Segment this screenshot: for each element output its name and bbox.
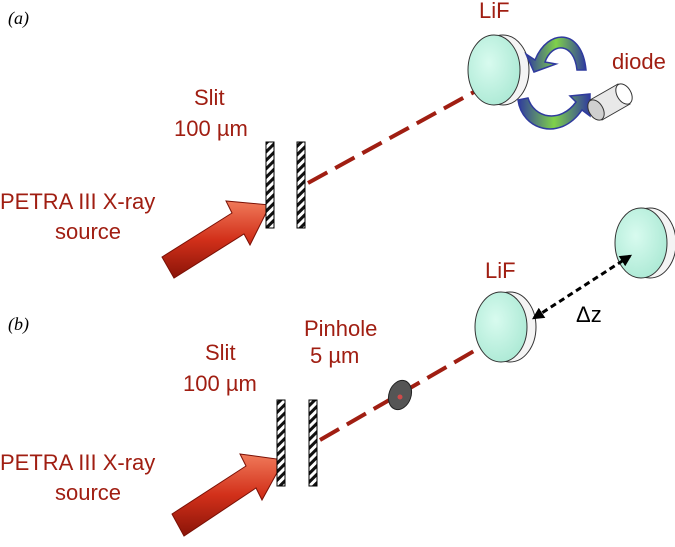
panel-a-diode-label: diode [612, 49, 666, 74]
panel-a-source-label-line1: PETRA III X-ray [0, 189, 155, 214]
panel-a-slit-right [296, 141, 306, 229]
panel-b-slit-right [308, 399, 318, 487]
panel-a-diode [587, 83, 633, 121]
panel-a-source-arrow [161, 200, 271, 279]
panel-b: (b) LiF Δz Pinhole 5 µm [0, 207, 675, 537]
panel-b-source-label-line1: PETRA III X-ray [0, 450, 155, 475]
panel-b-tag: (b) [8, 314, 29, 335]
panel-b-lif-label: LiF [485, 258, 516, 283]
panel-b-pinhole-label-line1: Pinhole [304, 316, 377, 341]
panel-a-slit-label-line2: 100 µm [174, 116, 248, 141]
panel-b-slit-left [276, 399, 286, 487]
panel-b-source-label-line2: source [55, 480, 121, 505]
panel-b-lif-crystal-displaced [614, 207, 675, 279]
panel-b-source-arrow [171, 453, 285, 537]
panel-a-lif-crystal [467, 34, 530, 106]
panel-b-slit-label-line1: Slit [205, 340, 236, 365]
panel-b-pinhole [387, 379, 413, 411]
panel-b-dz-label: Δz [576, 302, 602, 327]
panel-a-slit-label-line1: Slit [194, 85, 225, 110]
panel-a-xray-beam [307, 79, 497, 185]
panel-a-rotation-arrows [517, 36, 591, 130]
panel-b-slit-label-line2: 100 µm [183, 371, 257, 396]
panel-b-lif-crystal [474, 291, 537, 363]
panel-a-lif-label: LiF [479, 0, 510, 23]
panel-a-source-label-line2: source [55, 219, 121, 244]
panel-b-pinhole-label-line2: 5 µm [310, 343, 359, 368]
panel-a: (a) LiF diode Slit 100 µm P [0, 0, 666, 279]
panel-a-tag: (a) [8, 8, 29, 29]
panel-b-dz-arrow [531, 254, 633, 320]
panel-a-slit-left [265, 141, 275, 229]
